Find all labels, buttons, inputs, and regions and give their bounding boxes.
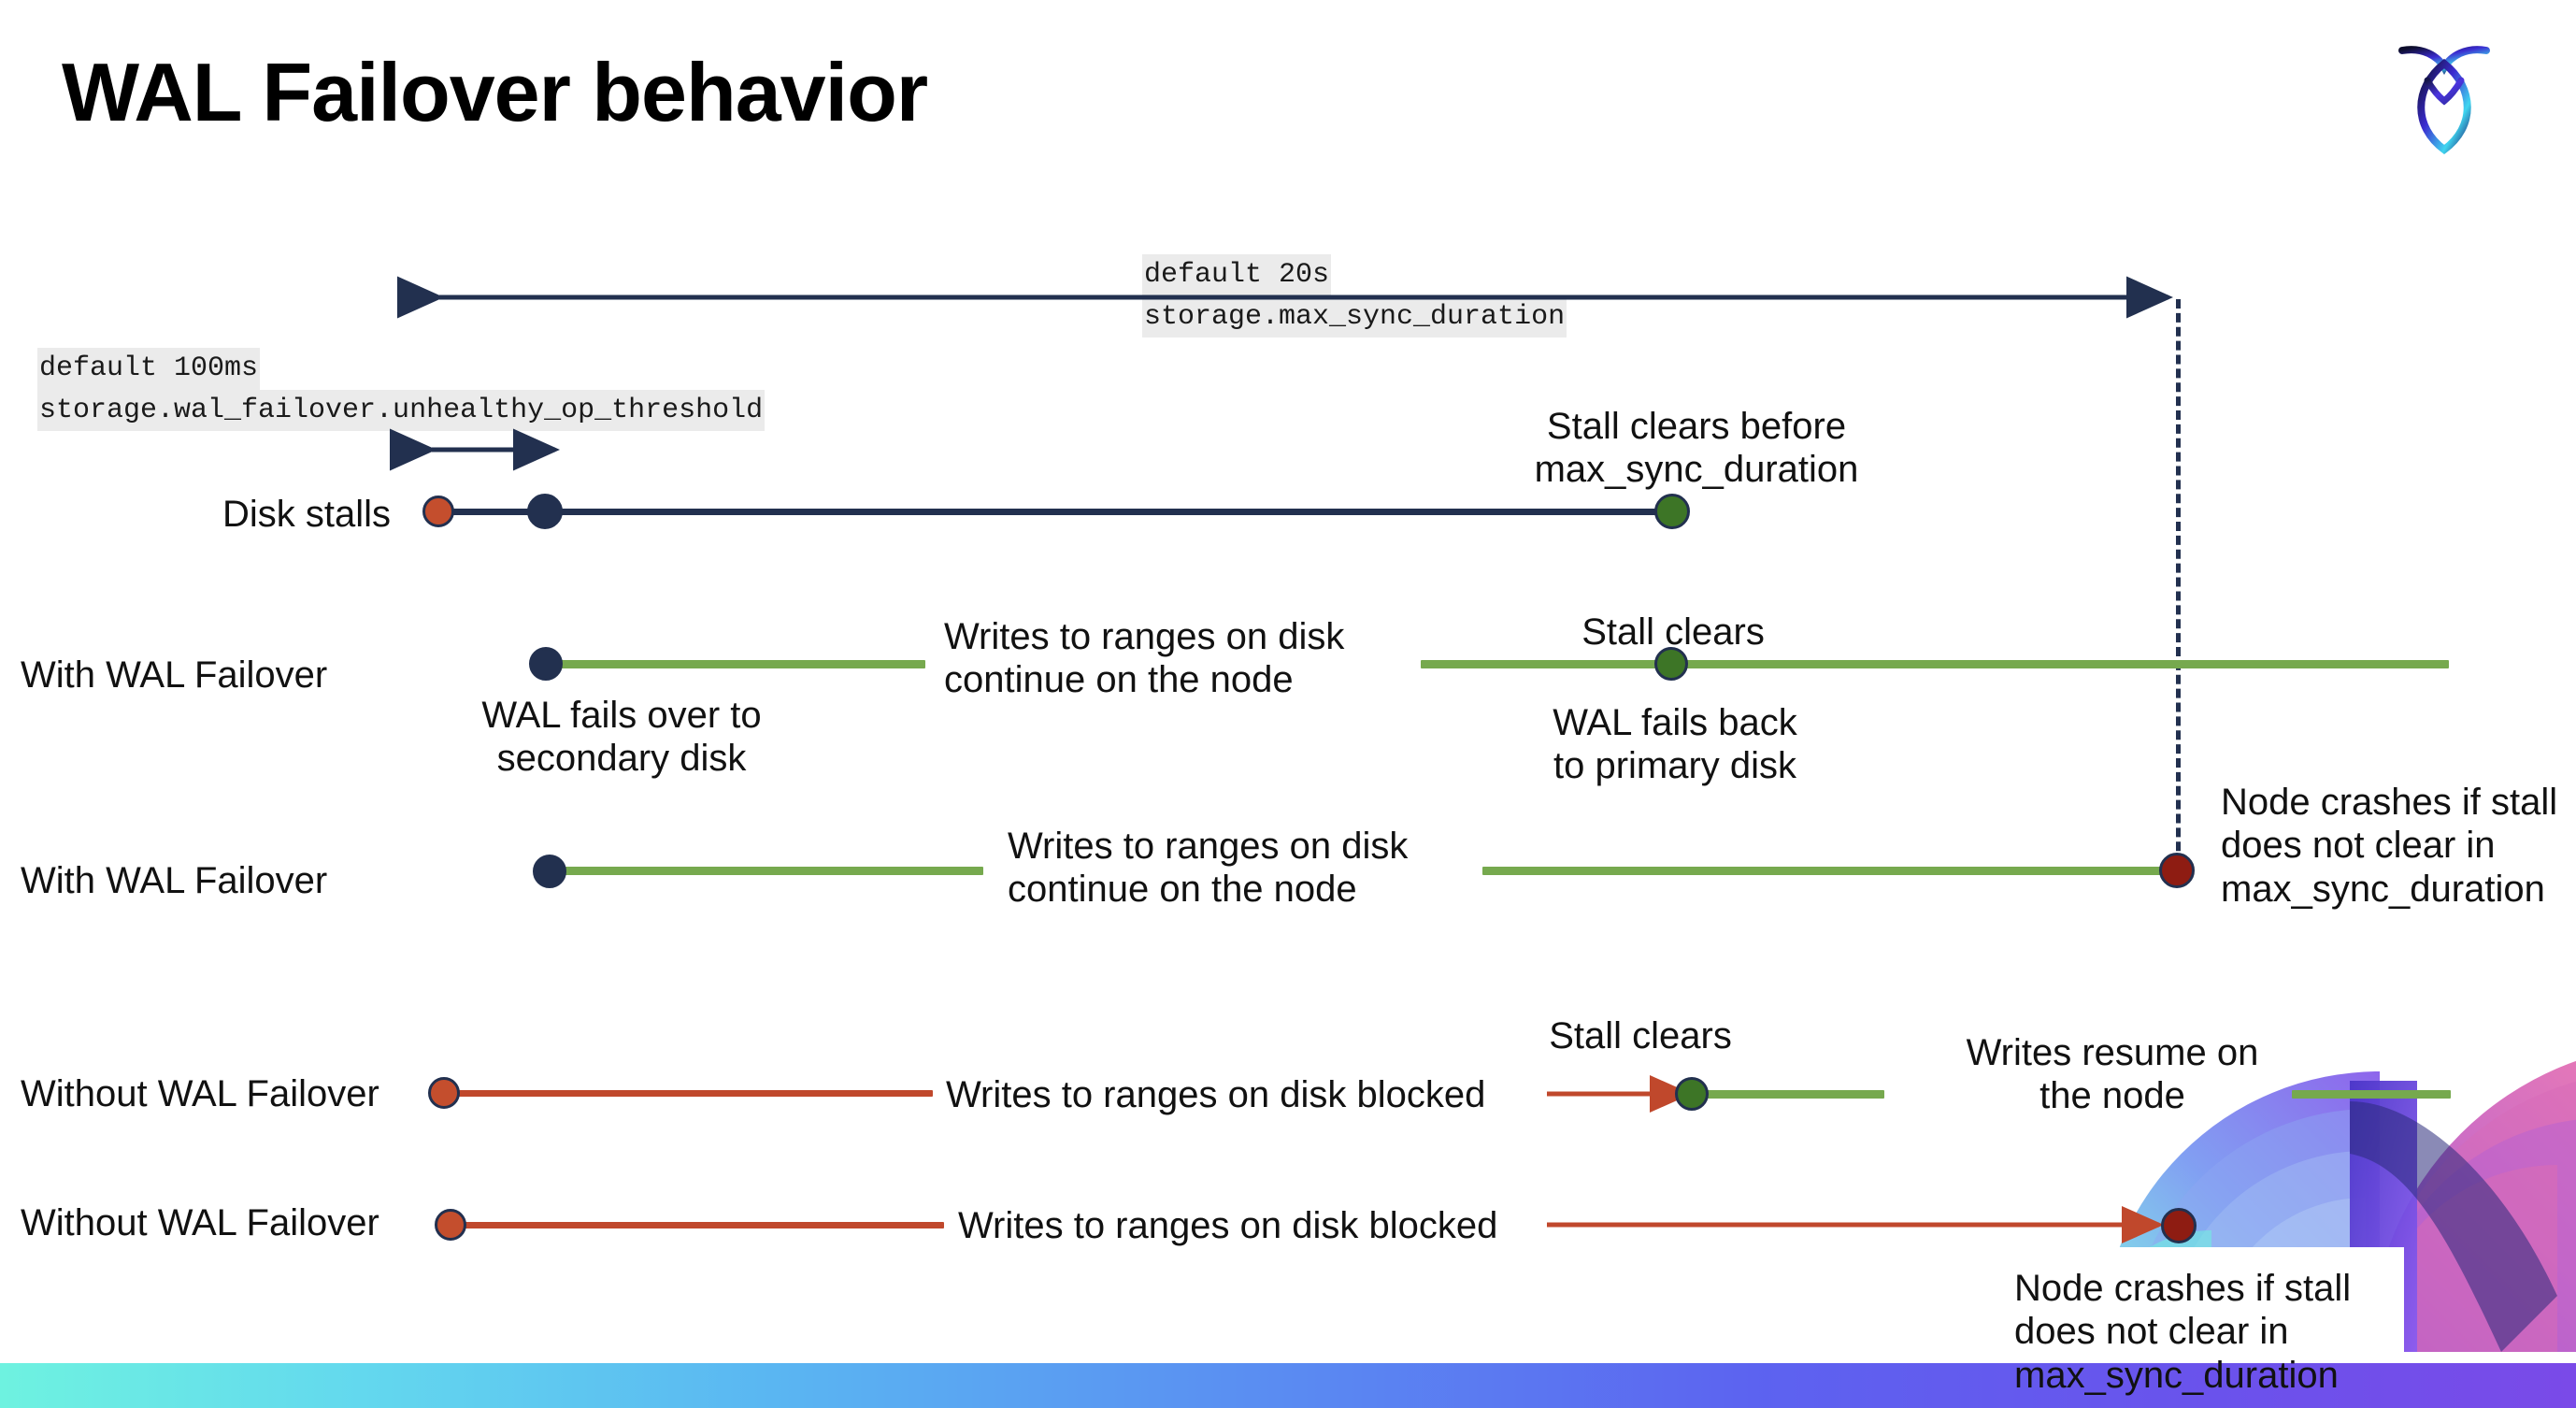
note-node-crashes-b-line2: does not clear in [2014,1311,2289,1353]
without-wal-failover-1-blocked-segment [447,1090,933,1097]
without-wal-failover-2-start-dot [435,1209,466,1241]
with-wal-failover-1-failover-dot [529,647,563,681]
page-title: WAL Failover behavior [62,46,928,138]
row-label-without-wal-failover-2: Without WAL Failover [21,1202,379,1243]
note-writes-resume: Writes resume on the node [1925,1031,2299,1118]
note-stall-clears-before: Stall clears before max_sync_duration [1528,405,1865,492]
with-wal-failover-2-segment-right [1482,867,2170,875]
disk-stalls-start-dot [422,496,454,527]
note-node-crashes-b-line1: Node crashes if stall [2014,1268,2352,1309]
without-wal-failover-1-start-dot [428,1077,460,1109]
row-label-without-wal-failover-1: Without WAL Failover [21,1073,379,1114]
with-wal-failover-1-segment-left [540,660,925,668]
bottom-gradient-bar [0,1363,2576,1408]
note-writes-continue-1: Writes to ranges on disk continue on the… [944,615,1383,702]
note-stall-clears-before-line1: Stall clears before [1546,406,1847,447]
with-wal-failover-2-crash-dot [2159,853,2195,888]
logo-svg [2398,46,2490,154]
without-wal-failover-1-clear-dot [1675,1077,1709,1111]
with-wal-failover-1-segment-right [1421,660,2449,668]
note-wal-fails-back-line2: to primary disk [1553,745,1797,787]
note-wal-fails-over: WAL fails over to secondary disk [444,694,799,781]
without-wal-failover-1-resume-segment-b [2292,1090,2451,1099]
note-wal-fails-over-line1: WAL fails over to [481,695,762,736]
note-writes-resume-line2: the node [2039,1075,2185,1117]
note-writes-blocked-1: Writes to ranges on disk blocked [946,1074,1486,1115]
annotation-max-sync-setting: storage.max_sync_duration [1142,295,1567,338]
row-label-with-wal-failover-1: With WAL Failover [21,654,328,696]
note-node-crashes-b-line3: max_sync_duration [2014,1354,2339,1396]
row-label-with-wal-failover-2: With WAL Failover [21,860,328,901]
note-writes-blocked-2: Writes to ranges on disk blocked [958,1205,1498,1246]
disk-stalls-timeline [439,509,1673,515]
disk-stalls-threshold-dot [527,494,563,529]
with-wal-failover-1-clear-dot [1654,647,1688,681]
with-wal-failover-2-failover-dot [533,855,566,888]
note-writes-resume-line1: Writes resume on [1966,1032,2259,1073]
note-wal-fails-back: WAL fails back to primary disk [1507,701,1843,788]
row-label-disk-stalls: Disk stalls [222,494,392,535]
without-wal-failover-2-blocked-segment [458,1222,944,1228]
annotation-unhealthy-setting: storage.wal_failover.unhealthy_op_thresh… [37,389,766,432]
note-stall-clears-before-line2: max_sync_duration [1534,449,1859,491]
with-wal-failover-2-segment-left [550,867,983,875]
note-node-crashes-a-line1: Node crashes if stall [2221,782,2558,823]
annotation-max-sync-duration: default 20s storage.max_sync_duration [1142,254,1567,338]
note-writes-continue-1-line1: Writes to ranges on disk [944,616,1345,657]
note-node-crashes-a: Node crashes if stall does not clear in … [2221,781,2576,911]
note-stall-clears-a: Stall clears [1581,611,1765,653]
note-wal-fails-over-line2: secondary disk [496,738,747,780]
note-node-crashes-b: Node crashes if stall does not clear in … [2014,1267,2388,1397]
note-writes-continue-1-line2: continue on the node [944,659,1294,701]
note-node-crashes-a-line2: does not clear in [2221,825,2496,867]
note-stall-clears-b: Stall clears [1549,1015,1732,1056]
cockroachdb-logo-icon [2374,26,2514,157]
note-writes-continue-2: Writes to ranges on disk continue on the… [1008,825,1447,912]
without-wal-failover-1-resume-segment-a [1697,1090,1884,1099]
annotation-max-sync-default: default 20s [1142,254,1332,296]
max-sync-duration-dashed-guide [2176,299,2181,879]
annotation-unhealthy-default: default 100ms [37,348,261,390]
annotation-unhealthy-op-threshold: default 100ms storage.wal_failover.unhea… [37,348,766,432]
note-wal-fails-back-line1: WAL fails back [1553,702,1797,743]
without-wal-failover-2-crash-dot [2161,1208,2197,1243]
note-writes-continue-2-line1: Writes to ranges on disk [1008,826,1409,867]
note-writes-continue-2-line2: continue on the node [1008,869,1357,911]
note-node-crashes-a-line3: max_sync_duration [2221,868,2545,910]
disk-stalls-clear-dot [1654,494,1690,529]
